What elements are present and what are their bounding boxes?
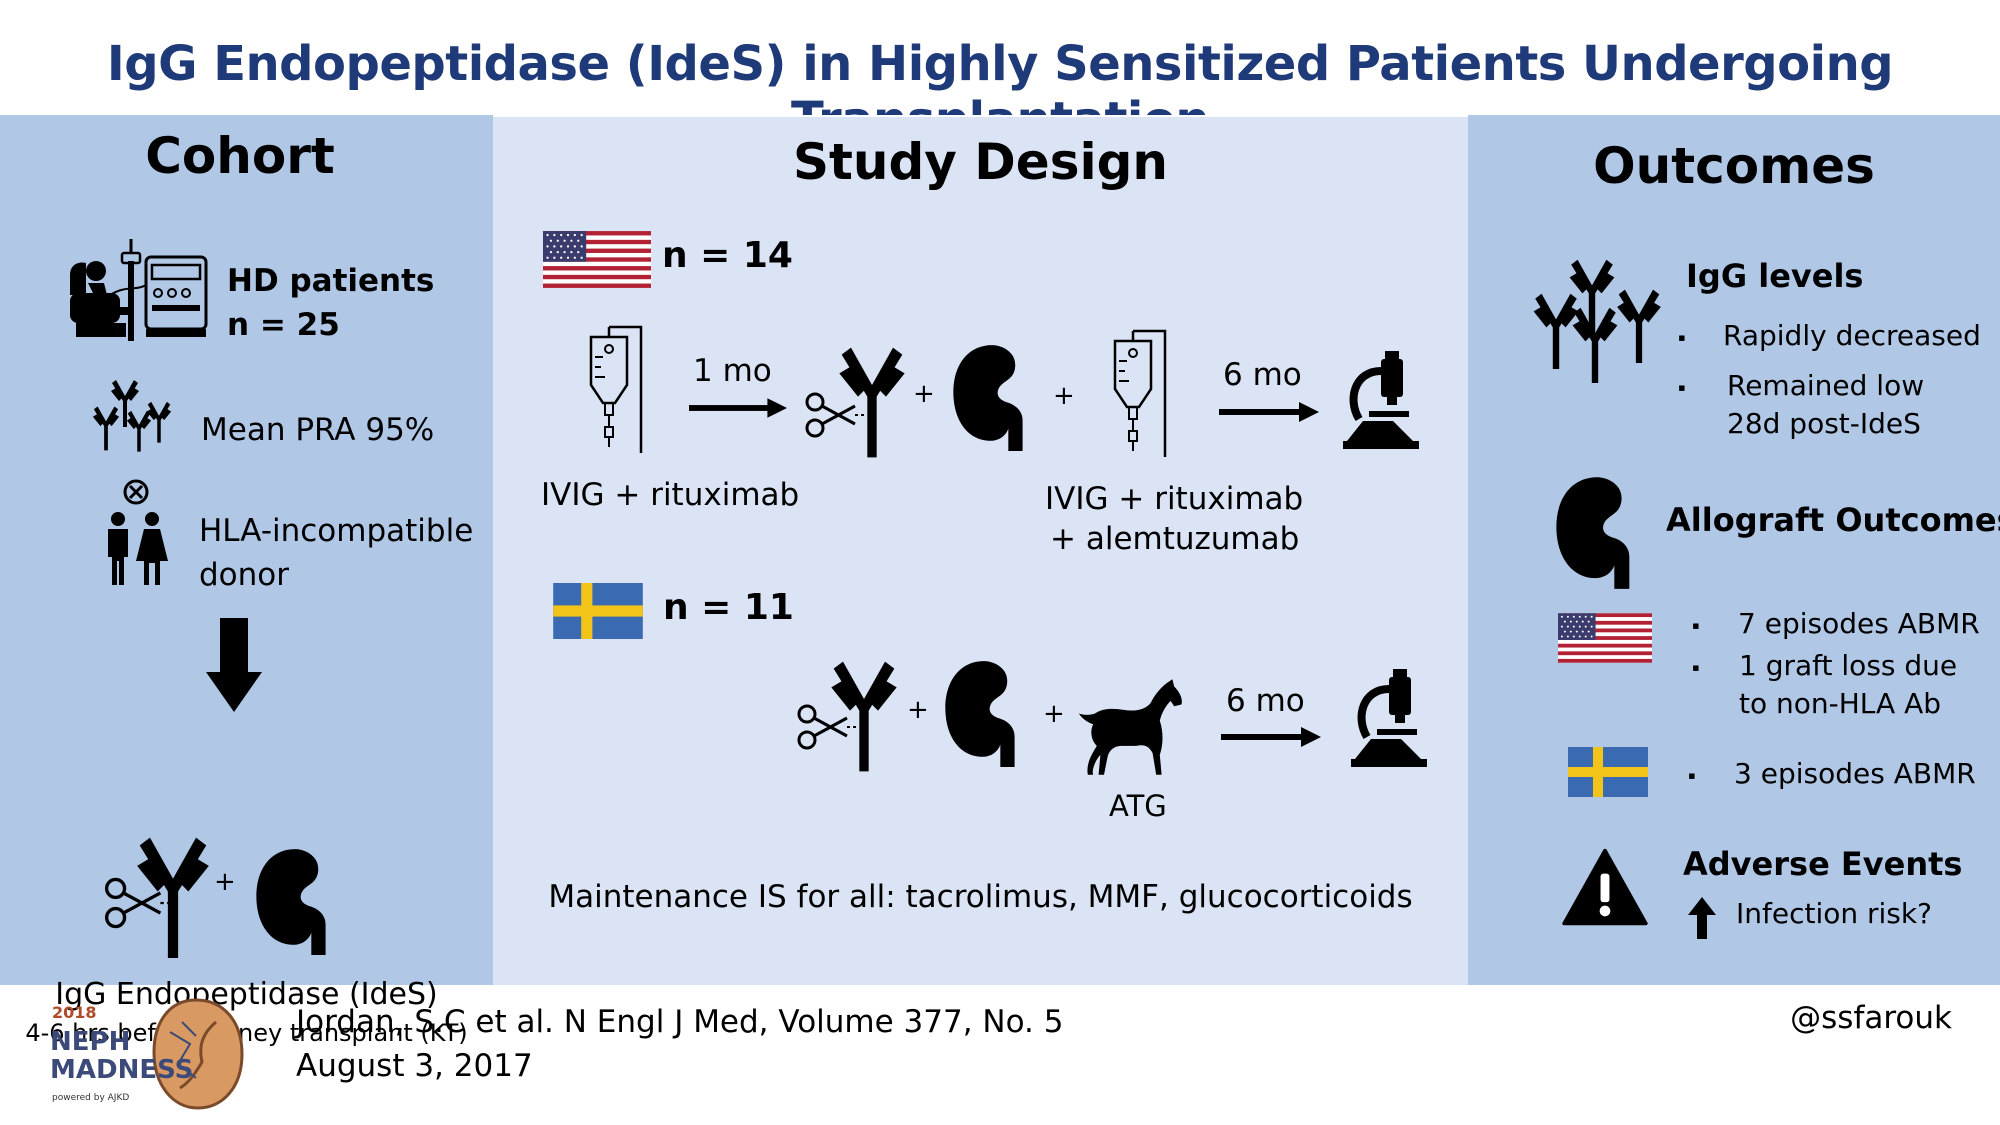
us-post-treatment-line2: + alemtuzumab — [1050, 521, 1300, 557]
bullet: ▪ — [1678, 325, 1686, 350]
se-outcome-1: 3 episodes ABMR — [1734, 757, 1976, 790]
antibody-cluster-icon — [1533, 259, 1661, 383]
kidney-icon — [953, 345, 1023, 451]
us-interval-1: 1 mo — [693, 353, 772, 389]
se-interval: 6 mo — [1226, 683, 1305, 719]
antibody-cluster-icon — [92, 380, 172, 452]
plus-sign: + — [913, 379, 935, 409]
plus-sign: + — [907, 695, 929, 725]
igg-bullet-2-line2: 28d post-IdeS — [1727, 407, 1921, 440]
donor-label-line1: HLA-incompatible — [199, 513, 474, 549]
neph-madness-logo: 2018 NEPH MADNESS powered by AJKD — [50, 998, 244, 1110]
bullet: ▪ — [1692, 655, 1700, 680]
horse-icon — [1078, 679, 1182, 775]
microscope-icon — [1341, 349, 1421, 449]
ides-label-line1: IgG Endopeptidase (IdeS) — [55, 977, 438, 1012]
logo-line1: NEPH — [50, 1027, 130, 1057]
author-handle[interactable]: @ssfarouk — [1790, 1000, 1952, 1036]
up-arrow-icon — [1688, 897, 1716, 939]
hd-patients-label: HD patients — [227, 263, 435, 299]
us-flag-icon — [543, 231, 651, 288]
microscope-icon — [1349, 667, 1429, 767]
bullet: ▪ — [1692, 613, 1700, 638]
kidney-icon — [1556, 477, 1630, 589]
kidney-icon — [256, 849, 326, 955]
hd-patients-count: n = 25 — [227, 307, 340, 343]
study-design-panel: Study Design n = 14 IVIG + rituximab 1 m… — [493, 115, 1468, 985]
us-outcome-1: 7 episodes ABMR — [1738, 607, 1980, 640]
maintenance-text: Maintenance IS for all: tacrolimus, MMF,… — [548, 879, 1413, 915]
plus-sign: + — [1053, 381, 1075, 411]
citation: Jordan, S.C et al. N Engl J Med, Volume … — [296, 1000, 1063, 1088]
plus-sign: + — [214, 867, 236, 897]
igg-levels-title: IgG levels — [1686, 257, 1864, 295]
iv-bag-icon — [589, 325, 643, 455]
logo-small: powered by AJKD — [52, 1093, 129, 1103]
se-cohort-count: n = 11 — [663, 587, 794, 628]
right-arrow-icon — [1219, 402, 1319, 422]
donor-label-line2: donor — [199, 557, 290, 593]
cohort-panel: Cohort HD patients n = 25 Mean PRA 95% H… — [0, 115, 493, 1047]
se-atg-label: ATG — [1109, 789, 1167, 823]
sweden-flag-icon — [1568, 747, 1648, 797]
logo-year: 2018 — [52, 1003, 97, 1022]
igg-bullet-1: Rapidly decreased — [1723, 319, 1981, 352]
sweden-flag-icon — [553, 583, 643, 639]
us-pre-treatment: IVIG + rituximab — [541, 477, 800, 513]
logo-line2: MADNESS — [50, 1055, 193, 1085]
right-arrow-icon — [689, 398, 787, 418]
us-outcome-2-line1: 1 graft loss due — [1739, 649, 1958, 682]
iv-bag-icon — [1113, 329, 1167, 459]
us-flag-icon — [1558, 613, 1652, 663]
right-arrow-icon — [1221, 727, 1321, 747]
dialysis-patient-icon — [70, 239, 208, 341]
plus-sign: + — [1043, 699, 1065, 729]
bullet: ▪ — [1688, 763, 1696, 788]
adverse-events-title: Adverse Events — [1683, 845, 1963, 883]
study-design-heading: Study Design — [793, 133, 1168, 191]
antibody-icon — [831, 661, 897, 772]
allograft-outcomes-title: Allograft Outcomes — [1666, 501, 2000, 539]
kidney-icon — [945, 661, 1015, 767]
ides-label-line2: 4-6 hrs before kidney transplant (KT) — [25, 1019, 468, 1047]
antibody-icon — [839, 347, 905, 458]
citation-line2: August 3, 2017 — [296, 1048, 533, 1084]
donor-family-icon — [108, 479, 168, 585]
us-cohort-count: n = 14 — [662, 235, 793, 276]
down-arrow-icon — [206, 618, 262, 712]
outcomes-panel: Outcomes IgG levels ▪ Rapidly decreased … — [1468, 115, 2000, 985]
us-interval-2: 6 mo — [1223, 357, 1302, 393]
warning-icon — [1562, 848, 1648, 926]
mean-pra: Mean PRA 95% — [201, 412, 435, 448]
igg-bullet-2-line1: Remained low — [1727, 369, 1925, 402]
cohort-heading: Cohort — [145, 127, 335, 185]
citation-line1: Jordan, S.C et al. N Engl J Med, Volume … — [296, 1004, 1064, 1040]
antibody-icon — [137, 837, 209, 958]
adverse-bullet-1: Infection risk? — [1736, 897, 1932, 930]
bullet: ▪ — [1678, 375, 1686, 400]
us-outcome-2-line2: to non-HLA Ab — [1739, 687, 1942, 720]
us-post-treatment-line1: IVIG + rituximab — [1045, 481, 1304, 517]
outcomes-heading: Outcomes — [1593, 137, 1875, 195]
